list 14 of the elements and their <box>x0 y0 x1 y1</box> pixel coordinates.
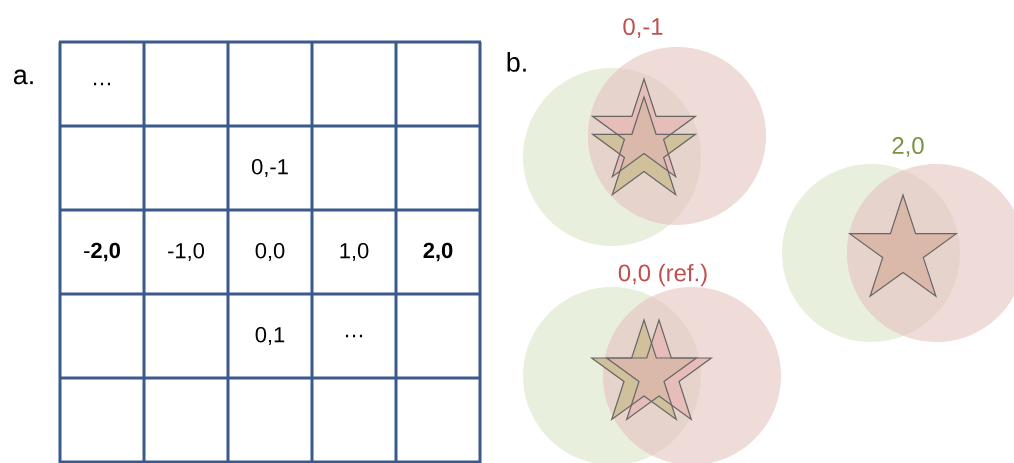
coordinate-label: … <box>94 82 110 86</box>
coordinate-label: 0,-1 <box>252 158 288 178</box>
panel-label: b. <box>507 52 526 72</box>
coordinate-label: 0,1 <box>255 326 285 346</box>
offset-label: 0,-1 <box>623 18 663 38</box>
coordinate-label: 1,0 <box>340 242 369 262</box>
panel-label: a. <box>13 69 33 85</box>
coordinate-label: 2,0 <box>423 242 453 262</box>
offset-label: 0,0 (ref.) <box>618 263 707 287</box>
coordinate-label: -2,0 <box>84 242 120 262</box>
offset-label: 2,0 <box>892 137 924 157</box>
coordinate-label: … <box>346 334 362 338</box>
coordinate-label: 0,0 <box>255 242 285 262</box>
coordinate-label: -1,0 <box>168 242 205 262</box>
